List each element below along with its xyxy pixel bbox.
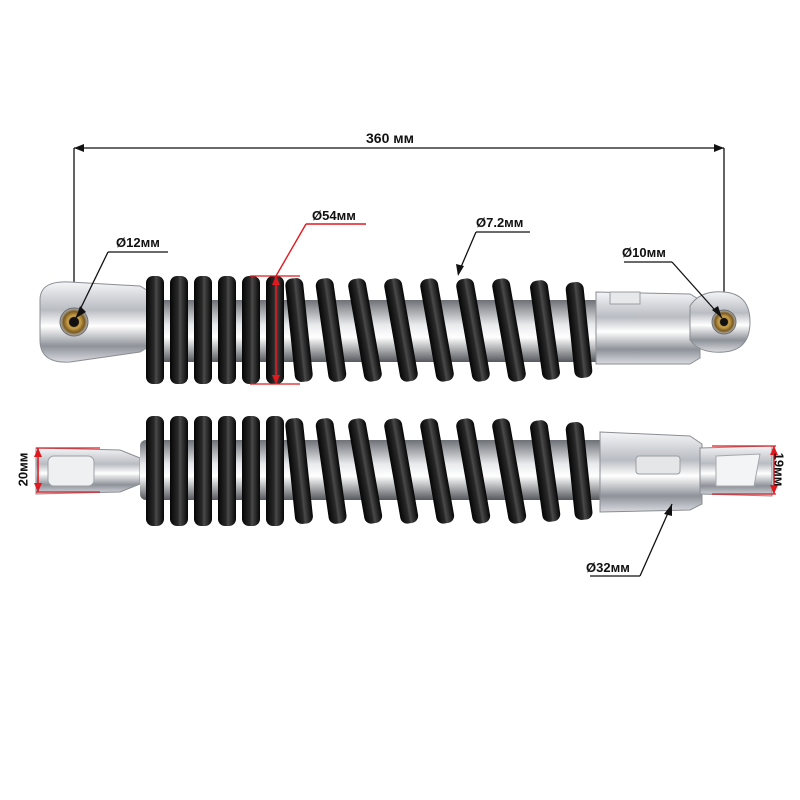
eye-right-diameter-label: Ø10мм [622, 245, 666, 260]
fork-left-width-label: 20мм [15, 452, 31, 487]
body-diameter-label: Ø32мм [586, 560, 630, 575]
fork-right-width-label: 19мм [771, 452, 787, 487]
spring-diameter-marker [250, 223, 366, 385]
fork-right-width-marker [712, 445, 778, 495]
lower-shock-absorber [34, 416, 778, 577]
spring-wire-diameter-label: Ø7.2мм [476, 215, 524, 230]
fork-left-width-marker [34, 447, 100, 493]
upper-shock-absorber [39, 223, 751, 385]
eye-left-diameter-label: Ø12мм [116, 235, 160, 250]
spring-outer-diameter-label: Ø54мм [312, 208, 356, 223]
total-length-label: 360 мм [366, 130, 414, 146]
